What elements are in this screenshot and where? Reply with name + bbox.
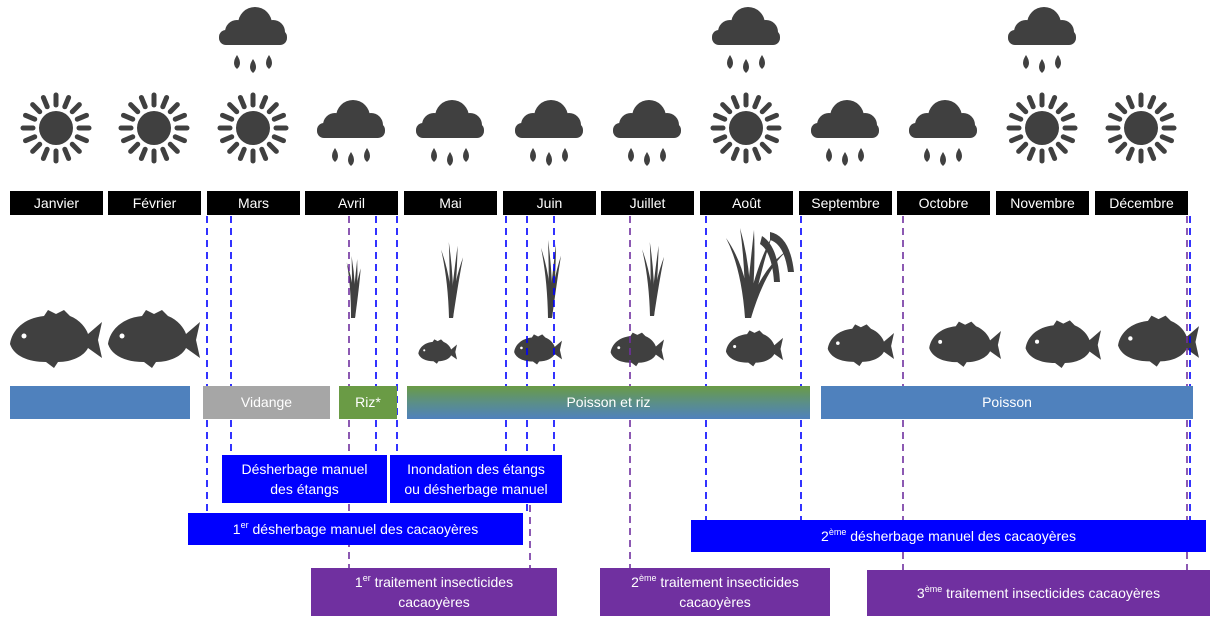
ordinal-number: 2 <box>821 528 829 544</box>
task-desherbage-cacao-1-text: 1er désherbage manuel des cacaoyères <box>233 519 478 539</box>
rice-plant-icon <box>541 240 561 318</box>
month-juin: Juin <box>503 191 596 215</box>
ordinal-suffix: er <box>240 520 249 530</box>
month-aout: Août <box>700 191 793 215</box>
fish-icon <box>514 334 562 365</box>
ordinal-suffix: ème <box>924 584 943 594</box>
rain-cloud-icon <box>811 100 879 166</box>
fish-icon <box>929 321 1001 367</box>
month-janvier: Janvier <box>10 191 103 215</box>
fish-icon <box>1025 320 1101 368</box>
task-inondation-line1: Inondation des étangs <box>407 461 545 477</box>
task-insecticide-1-line1: 1er traitement insecticides <box>355 572 513 592</box>
rain-cloud-icon <box>219 7 287 73</box>
task-label: désherbage manuel des cacaoyères <box>846 528 1076 544</box>
rice-plant-icon <box>642 242 665 316</box>
fish-icon <box>610 332 664 367</box>
month-octobre: Octobre <box>897 191 990 215</box>
ordinal-number: 1 <box>354 574 363 590</box>
fish-icon <box>1118 315 1199 367</box>
task-desherbage-cacao-2: 2ème désherbage manuel des cacaoyères <box>691 520 1206 552</box>
rain-cloud-icon <box>317 100 385 166</box>
ordinal-suffix: ème <box>828 527 847 537</box>
task-insecticide-2-line1: 2ème traitement insecticides <box>631 572 799 592</box>
phase-vidange: Vidange <box>203 386 330 419</box>
task-inondation-line2: ou désherbage manuel <box>404 481 548 497</box>
fish-icon <box>827 324 894 367</box>
sun-icon <box>20 92 92 164</box>
task-desherbage-etangs: Désherbage manuel des étangs <box>222 455 387 503</box>
rain-cloud-icon <box>416 100 484 166</box>
rain-cloud-icon <box>1008 7 1076 73</box>
task-insecticide-3-text: 3ème traitement insecticides cacaoyères <box>917 583 1160 603</box>
task-label: traitement insecticides cacaoyères <box>942 585 1161 601</box>
month-mars: Mars <box>207 191 300 215</box>
month-avril: Avril <box>305 191 398 215</box>
month-septembre: Septembre <box>799 191 892 215</box>
task-insecticide-2: 2ème traitement insecticides cacaoyères <box>600 568 830 616</box>
month-decembre: Décembre <box>1095 191 1188 215</box>
sun-icon <box>1105 92 1177 164</box>
task-label: traitement insecticides <box>656 574 799 590</box>
month-novembre: Novembre <box>996 191 1089 215</box>
task-label: désherbage manuel des cacaoyères <box>248 521 479 537</box>
ordinal-suffix: er <box>362 573 371 583</box>
ordinal-suffix: ème <box>638 573 657 583</box>
phase-poisson-et-riz: Poisson et riz <box>407 386 810 419</box>
rain-cloud-icon <box>613 100 681 166</box>
sun-icon <box>118 92 190 164</box>
phase-poisson: Poisson <box>821 386 1193 419</box>
phase-riz: Riz* <box>339 386 397 419</box>
sun-icon <box>217 92 289 164</box>
task-insecticide-2-line2: cacaoyères <box>679 594 751 610</box>
ordinal-number: 2 <box>631 574 639 590</box>
task-insecticide-1-line2: cacaoyères <box>398 594 470 610</box>
rain-cloud-icon <box>515 100 583 166</box>
fish-icon <box>108 310 200 368</box>
rice-plant-icon <box>441 242 464 318</box>
rice-plant-mature-icon <box>726 228 794 318</box>
phase-poisson-start <box>10 386 190 419</box>
rain-cloud-icon <box>909 100 977 166</box>
sun-icon <box>710 92 782 164</box>
month-fevrier: Février <box>108 191 201 215</box>
task-label: traitement insecticides <box>370 574 514 590</box>
fish-icon <box>418 339 457 364</box>
month-mai: Mai <box>404 191 497 215</box>
task-desherbage-etangs-line1: Désherbage manuel <box>241 461 368 477</box>
task-desherbage-etangs-line2: des étangs <box>270 481 339 497</box>
task-insecticide-1: 1er traitement insecticides cacaoyères <box>311 568 557 616</box>
rain-cloud-icon <box>712 7 780 73</box>
fish-icon <box>10 310 102 368</box>
fish-icon <box>725 330 783 367</box>
ordinal-number: 1 <box>232 521 241 537</box>
sun-icon <box>1006 92 1078 164</box>
task-insecticide-3: 3ème traitement insecticides cacaoyères <box>867 570 1210 616</box>
task-inondation: Inondation des étangs ou désherbage manu… <box>390 455 562 503</box>
task-desherbage-cacao-1: 1er désherbage manuel des cacaoyères <box>188 513 523 545</box>
ordinal-number: 3 <box>916 585 925 601</box>
month-juillet: Juillet <box>601 191 694 215</box>
task-desherbage-cacao-2-text: 2ème désherbage manuel des cacaoyères <box>821 526 1076 546</box>
